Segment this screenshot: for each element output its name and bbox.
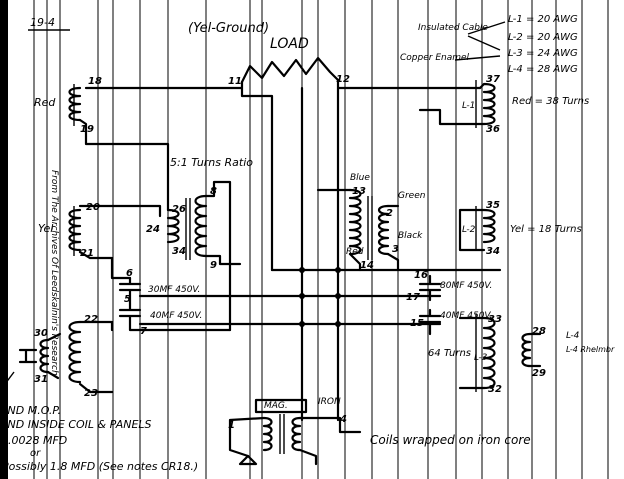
coil-label-blue: Blue [350, 173, 370, 183]
terminal-4: 4 [339, 414, 347, 425]
ratio-note: 5:1 Turns Ratio [170, 156, 253, 169]
terminal-26: 26 [172, 204, 186, 215]
wire-size-l3: L-3 = 24 AWG [508, 48, 578, 59]
wire-size-l2: L-2 = 20 AWG [508, 32, 578, 43]
coil-green-black [377, 204, 400, 272]
terminal-22: 22 [84, 314, 98, 325]
capacitor-bank-right [418, 274, 442, 336]
capacitor-c4-label: 40MF 450V. [440, 311, 492, 321]
load-label: LOAD [270, 36, 309, 52]
capacitor-bank-left [118, 276, 232, 332]
left-label-red: Red [34, 96, 56, 109]
terminal-5: 5 [124, 294, 131, 305]
terminal-15: 15 [410, 318, 424, 329]
right-coil-l2 [458, 206, 496, 252]
transformer-tap-24: 24 [146, 224, 160, 235]
capacitor-c2-label: 40MF 450V. [150, 311, 202, 321]
terminal-3: 3 [392, 244, 399, 255]
terminal-19: 19 [80, 124, 94, 135]
note-capacitance: .0028 MFD [8, 434, 67, 447]
copper-enamel-note: Copper Enamel [400, 53, 470, 63]
terminal-1: 1 [228, 420, 235, 431]
mag-label: MAG. [264, 401, 288, 411]
terminal-7: 7 [140, 326, 147, 337]
left-label-yel: Yel [38, 222, 53, 235]
note-possibly: Possibly 1.8 MFD (See notes CR18.) [2, 460, 198, 473]
wire-size-l1: L-1 = 20 AWG [508, 14, 578, 25]
right-coil-l1 [418, 80, 496, 128]
terminal-35: 35 [486, 200, 500, 211]
terminal-12: 12 [336, 74, 350, 85]
terminal-17: 17 [406, 292, 420, 303]
terminal-11: 11 [228, 76, 242, 87]
terminal-32: 32 [488, 384, 502, 395]
coil-blue [336, 188, 373, 272]
archive-stamp: From The Archives Of Leedskalnin's Resea… [49, 170, 59, 376]
iron-core-transformer [228, 398, 362, 466]
sheet-tag: 19-4 [30, 16, 55, 29]
left-coil-lower [68, 320, 114, 394]
terminal-34: 34 [486, 246, 500, 257]
terminal-16: 16 [414, 270, 428, 281]
terminal-20: 20 [86, 202, 100, 213]
note-arrow [1, 371, 15, 389]
terminal-31: 31 [34, 374, 48, 385]
terminal-6: 6 [126, 268, 133, 279]
ratio-transformer [166, 180, 242, 332]
capacitor-c1-label: 30MF 450V. [148, 285, 200, 295]
yel-turns-note: Yel = 18 Turns [510, 224, 582, 235]
label-l3: L-3 [474, 353, 488, 363]
terminal-9: 9 [210, 260, 217, 271]
terminal-29: 29 [532, 368, 546, 379]
load-resistor [240, 56, 340, 84]
terminal-23: 23 [84, 388, 98, 399]
left-coil-yel [68, 204, 162, 280]
terminal-14: 14 [360, 260, 374, 271]
terminal-2: 2 [386, 208, 393, 219]
terminal-18: 18 [88, 76, 102, 87]
terminal-36: 36 [486, 124, 500, 135]
label-l2: L-2 [462, 225, 476, 235]
turns-64-note: 64 Turns [428, 348, 471, 359]
coil-label-red: Red [346, 247, 364, 257]
coil-label-black: Black [398, 231, 423, 241]
grounded-note: (Yel-Ground) [188, 21, 269, 36]
terminal-21: 21 [80, 248, 94, 259]
note-mop: AND M.O.P. [0, 404, 61, 417]
note-or: or [30, 448, 41, 459]
right-coil-l4 [521, 332, 542, 368]
coil-label-green: Green [398, 191, 426, 201]
right-coil-l3 [458, 314, 496, 392]
note-inside-coil: AND INSIDE COIL & PANELS [0, 418, 152, 431]
top-bus-left [84, 80, 274, 272]
l4-note: L-4 Rhelmbr [566, 345, 615, 354]
terminal-13: 13 [352, 186, 366, 197]
capacitor-c3-label: 80MF 450V. [440, 281, 492, 291]
terminal-28: 28 [532, 326, 546, 337]
left-margin-bar [0, 0, 8, 479]
wire-note-arrows [454, 21, 506, 61]
left-coil-red [68, 84, 170, 212]
left-mini-coil [18, 332, 62, 380]
top-bus-right [336, 78, 482, 422]
red-turns-note: Red = 38 Turns [512, 96, 589, 107]
iron-label: IRON [318, 397, 341, 407]
label-l1: L-1 [462, 101, 475, 111]
label-l4: L-4 [566, 331, 580, 341]
insulated-cable-note: Insulated Cable [418, 23, 488, 33]
wire-size-l4: L-4 = 28 AWG [508, 64, 578, 75]
terminal-8: 8 [210, 186, 217, 197]
terminal-37: 37 [486, 74, 500, 85]
coils-wrapped-note: Coils wrapped on iron core [370, 433, 531, 447]
transformer-tap-34: 34 [172, 246, 186, 257]
mid-bus-lines [228, 86, 502, 422]
terminal-30: 30 [34, 328, 48, 339]
terminal-33: 33 [488, 314, 502, 325]
